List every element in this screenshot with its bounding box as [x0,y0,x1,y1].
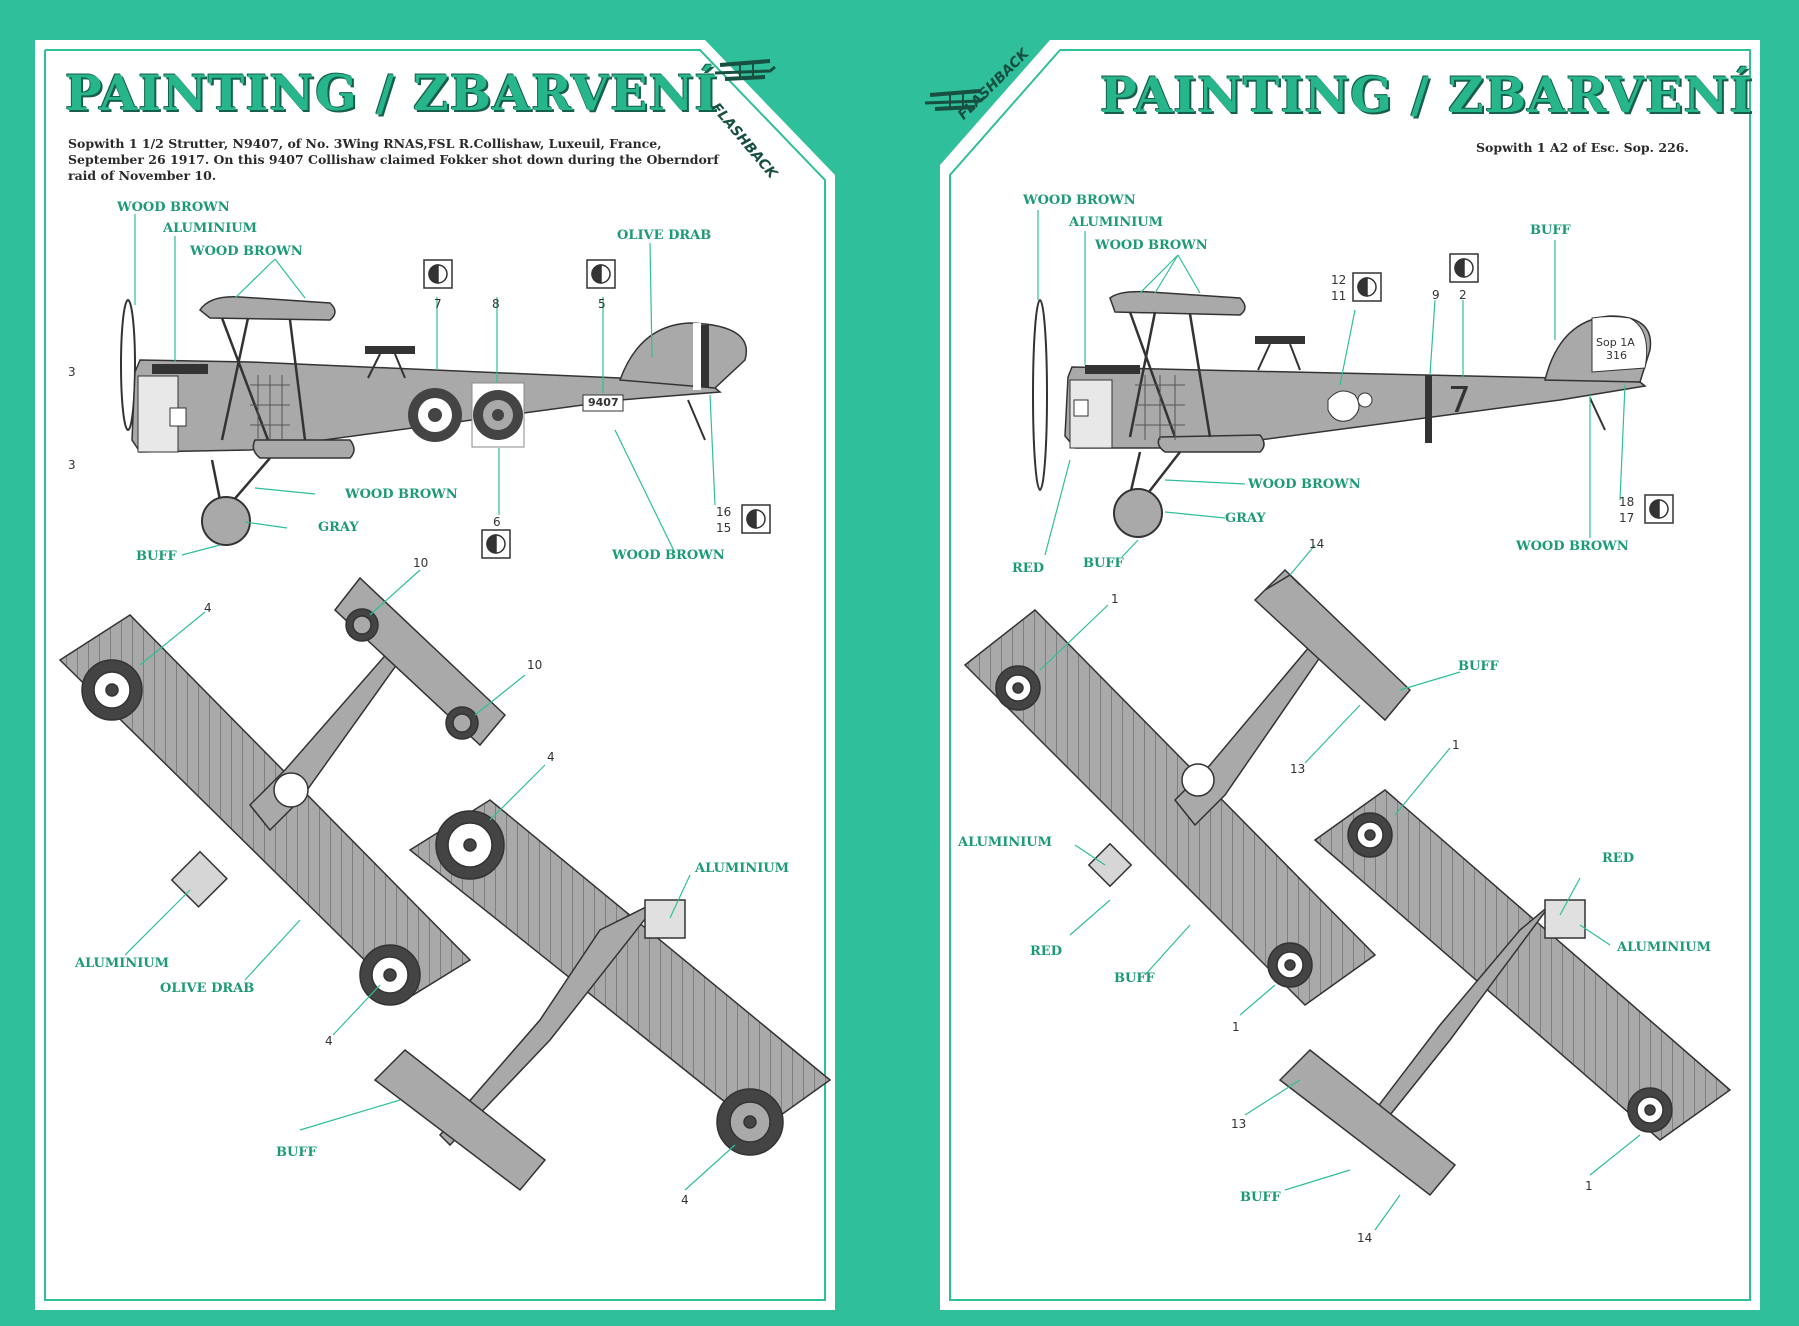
label-wood-brown: WOOD BROWN [1516,539,1629,554]
label-buff: BUFF [1114,971,1155,986]
ref-number: 6 [493,515,501,529]
label-buff: BUFF [1240,1190,1281,1205]
left-side-view-aircraft [120,296,747,546]
ref-number: 15 [716,521,732,535]
label-wood-brown: WOOD BROWN [1095,238,1208,253]
ref-number: 1 [1111,592,1119,606]
ref-number: 4 [325,1034,333,1048]
right-paint-effect-icons [1352,253,1674,524]
label-aluminium: ALUMINIUM [75,956,170,971]
right-top-view-aircraft [963,568,1412,1006]
ref-number: 16 [716,505,732,519]
tail-code: 316 [1606,349,1627,362]
label-red: RED [1602,851,1634,866]
right-brand-biplane-icon [924,89,986,111]
right-caption: Sopwith 1 A2 of Esc. Sop. 226. [1476,140,1689,155]
ref-number: 10 [527,658,543,672]
label-aluminium: ALUMINIUM [958,835,1053,850]
ref-number: 13 [1231,1117,1247,1131]
ref-number: 1 [1452,738,1460,752]
ref-number: 4 [681,1193,689,1207]
left-top-view-aircraft [58,576,507,1006]
ref-number: 7 [434,297,442,311]
left-page-title: PAINTING / ZBARVENÍ [65,64,719,122]
left-side-leader-lines [134,214,716,556]
label-aluminium: ALUMINIUM [163,221,258,236]
label-buff: BUFF [1530,223,1571,238]
ref-number: 1 [1232,1020,1240,1034]
ref-number: 1 [1585,1179,1593,1193]
left-caption: Sopwith 1 1/2 Strutter, N9407, of No. 3W… [68,136,808,184]
ref-number: 12 [1331,273,1347,287]
label-olive-drab: OLIVE DRAB [160,981,255,996]
label-gray: GRAY [1225,511,1266,526]
left-brand-biplane-icon [714,59,776,81]
label-wood-brown: WOOD BROWN [117,200,230,215]
ref-number: 10 [413,556,429,570]
label-buff: BUFF [136,549,177,564]
serial-number: 9407 [588,396,619,409]
ref-number: 14 [1309,537,1325,551]
left-page-border [44,49,826,1301]
label-aluminium: ALUMINIUM [695,861,790,876]
ref-number: 17 [1619,511,1635,525]
right-side-view-aircraft [1032,290,1652,538]
left-caption-line-1: Sopwith 1 1/2 Strutter, N9407, of No. 3W… [68,136,662,151]
label-gray: GRAY [318,520,359,535]
fuselage-number: 7 [1448,380,1471,421]
ref-number: 5 [598,297,606,311]
tail-code: Sop 1A [1596,336,1635,349]
right-page-title: PAINTING / ZBARVENÍ [1100,66,1754,124]
ref-number: 8 [492,297,500,311]
label-wood-brown: WOOD BROWN [612,548,725,563]
left-caption-line-2: September 26 1917. On this 9407 Collisha… [68,152,719,167]
ref-number: 4 [204,601,212,615]
left-paint-effect-icons [423,259,771,559]
ref-number: 9 [1432,288,1440,302]
ref-number: 11 [1331,289,1347,303]
label-wood-brown: WOOD BROWN [345,487,458,502]
left-plan-leader-lines [124,569,736,1191]
ref-number: 4 [547,750,555,764]
label-aluminium: ALUMINIUM [1069,215,1164,230]
left-bottom-view-aircraft [373,799,832,1192]
label-red: RED [1030,944,1062,959]
ref-number: 13 [1290,762,1306,776]
label-olive-drab: OLIVE DRAB [617,228,712,243]
label-buff: BUFF [1083,556,1124,571]
right-bottom-view-aircraft [1278,789,1732,1197]
ref-number: 2 [1459,288,1467,302]
ref-number: 18 [1619,495,1635,509]
ref-number: 3 [68,365,76,379]
left-caption-line-3: raid of November 10. [68,168,217,183]
label-wood-brown: WOOD BROWN [1248,477,1361,492]
right-side-leader-lines [1037,210,1626,558]
label-buff: BUFF [1458,659,1499,674]
label-wood-brown: WOOD BROWN [1023,193,1136,208]
label-buff: BUFF [276,1145,317,1160]
label-wood-brown: WOOD BROWN [190,244,303,259]
ref-number: 3 [68,458,76,472]
label-red: RED [1012,561,1044,576]
right-plan-leader-lines [1039,544,1641,1231]
ref-number: 14 [1357,1231,1373,1245]
label-aluminium: ALUMINIUM [1617,940,1712,955]
right-page-border [949,49,1751,1301]
